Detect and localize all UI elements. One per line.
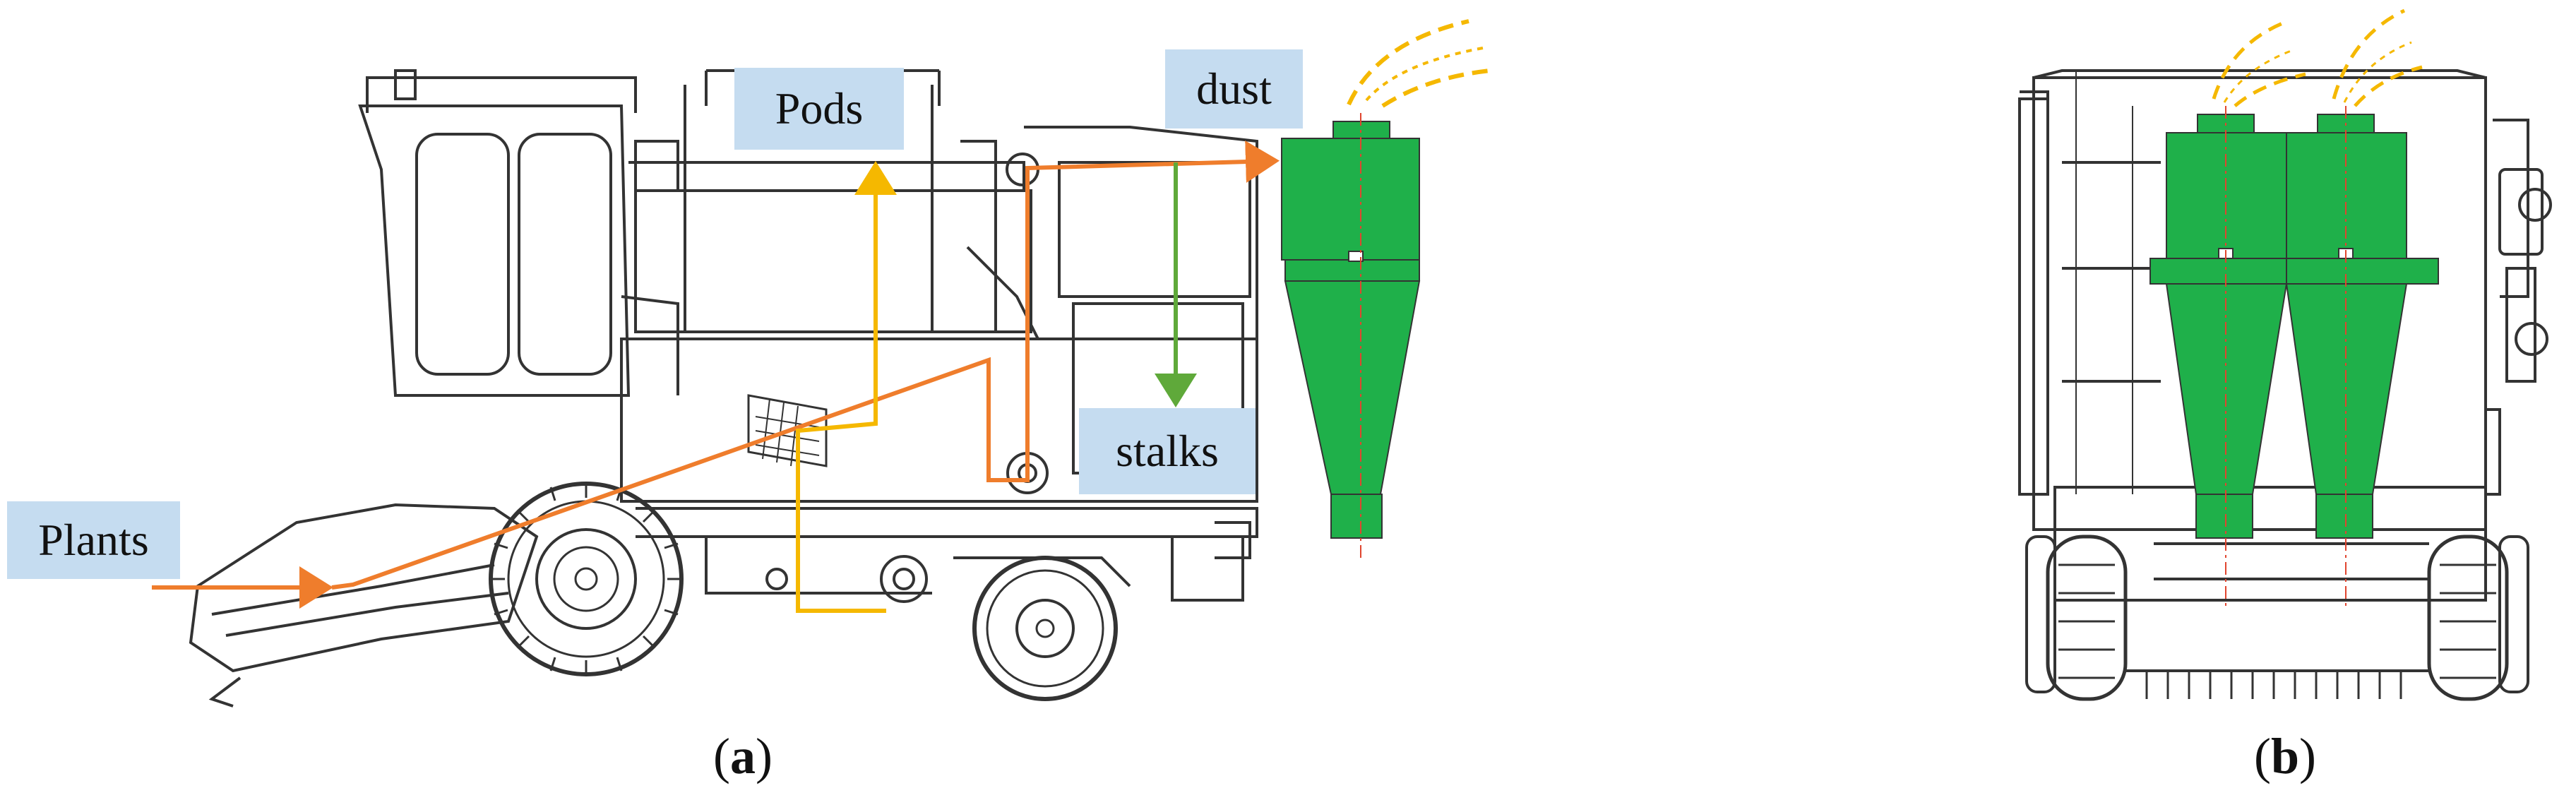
pod-flow-path	[796, 161, 897, 613]
caption-b: (b)	[2254, 728, 2317, 784]
dust-label: dust	[1165, 49, 1303, 129]
pods-label: Pods	[734, 68, 904, 150]
dust-plume-rear	[2212, 8, 2423, 107]
caption-a: (a)	[713, 728, 773, 784]
dust-plume-side	[1347, 19, 1491, 108]
caption-b-letter: b	[2270, 728, 2300, 784]
side-view-machine	[189, 69, 1258, 708]
rear-view-machine	[2018, 69, 2552, 701]
plant-flow-path	[152, 141, 1280, 609]
cyclone-separator-side	[1281, 113, 1421, 558]
plants-label: Plants	[7, 501, 180, 579]
caption-a-letter: a	[729, 728, 756, 784]
cyclone-separators-rear	[2149, 106, 2439, 607]
stalks-label: stalks	[1079, 408, 1256, 494]
